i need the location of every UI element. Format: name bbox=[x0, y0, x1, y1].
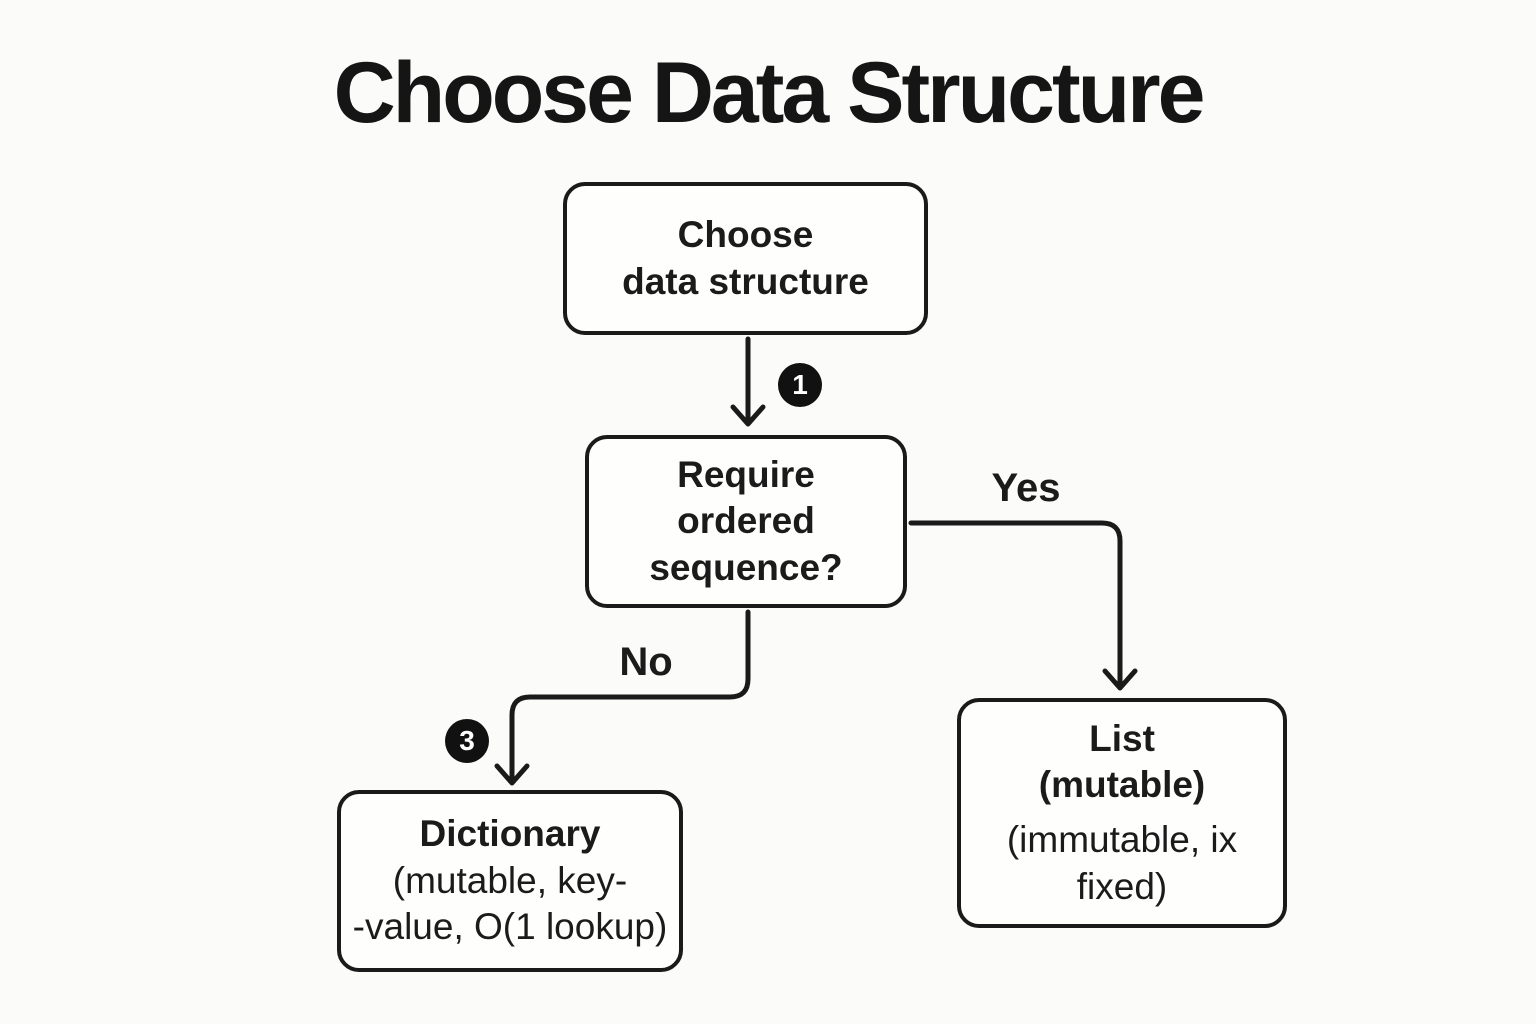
edge-label-no: No bbox=[619, 640, 673, 684]
edge-require-to-list-yes bbox=[908, 520, 1123, 690]
arrowhead-require-to-list-icon bbox=[1102, 668, 1138, 691]
node-require-line3: sequence? bbox=[649, 546, 843, 588]
step-badge-1: 1 bbox=[778, 363, 822, 407]
node-dictionary-line3: -value, O(1 lookup) bbox=[352, 906, 668, 948]
node-list-line4: fixed) bbox=[1076, 865, 1168, 907]
node-list-line3: (immutable, ix bbox=[1006, 819, 1238, 860]
node-dictionary: Dictionary (mutable, key- -value, O(1 lo… bbox=[337, 790, 683, 972]
node-choose-line1: Choose bbox=[677, 213, 814, 255]
page-title: Choose Data Structure bbox=[333, 45, 1206, 141]
node-require-ordered-sequence: Require ordered sequence? bbox=[585, 435, 907, 608]
node-dictionary-line1: Dictionary bbox=[419, 813, 601, 855]
node-choose-line2: data structure bbox=[622, 260, 869, 302]
node-list: List (mutable) (immutable, ix fixed) bbox=[957, 698, 1287, 928]
node-list-line1: List bbox=[1089, 717, 1155, 759]
step-badge-3: 3 bbox=[445, 719, 489, 763]
node-require-line1: Require bbox=[677, 453, 815, 495]
node-dictionary-line2: (mutable, key- bbox=[392, 859, 628, 901]
node-require-line2: ordered bbox=[677, 500, 815, 542]
edge-label-yes: Yes bbox=[991, 466, 1061, 510]
arrowhead-require-to-dictionary-icon bbox=[494, 763, 530, 786]
edge-require-to-dictionary-no bbox=[509, 609, 751, 785]
arrowhead-choose-to-require-icon bbox=[730, 404, 766, 427]
node-list-line2: (mutable) bbox=[1038, 764, 1206, 806]
node-choose-data-structure: Choose data structure bbox=[563, 182, 928, 335]
